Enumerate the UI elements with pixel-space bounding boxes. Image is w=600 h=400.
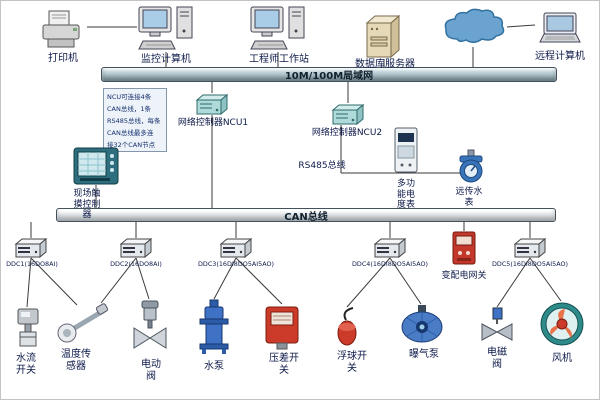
ddc1-label: DDC1(16DO8AI): [6, 260, 58, 268]
remote-computer-icon: [533, 11, 587, 49]
aeration-pump-icon: [399, 304, 445, 344]
rs485-bus-label: RS485总线: [298, 161, 346, 171]
note-line-4: CAN总线最多连: [107, 129, 154, 138]
engineer-workstation-label: 工程师工作站: [249, 54, 309, 65]
power-meter-label: 多功能电度表: [396, 179, 415, 211]
ddc2-label: DDC2(16DO8AI): [110, 260, 162, 268]
ddc1-icon: [14, 238, 48, 258]
touch-controller-label: 现场触摸控制器: [73, 189, 101, 221]
solenoid-valve-label: 电磁阀: [487, 347, 507, 370]
electric-valve-icon: [131, 299, 169, 353]
ddc3-icon: [219, 238, 253, 258]
printer-icon: [39, 9, 87, 51]
note-line-3: RS485总线，每条: [107, 117, 161, 126]
water-meter-label: 远传水表: [455, 187, 483, 208]
power-gateway-label: 变配电网关: [441, 271, 487, 281]
power-meter-icon: [393, 127, 419, 173]
ddc5-icon: [513, 238, 547, 258]
water-flow-switch-icon: [13, 307, 43, 349]
ncu-note-box: NCU可连接4条 CAN总线，1条 RS485总线，每条 CAN总线最多连 接3…: [103, 88, 167, 152]
water-flow-switch-label: 水流开关: [16, 353, 36, 376]
electric-valve-label: 电动阀: [141, 359, 161, 382]
pressure-switch-label: 压差开关: [269, 353, 299, 376]
water-pump-icon: [197, 299, 231, 355]
ddc5-label: DDC5(16DI8DO5AI5AO): [492, 260, 568, 268]
ddc2-icon: [119, 238, 153, 258]
temp-sensor-icon: [53, 303, 109, 345]
database-server-label: 数据库服务器: [355, 59, 415, 70]
note-line-1: NCU可连接4条: [107, 93, 152, 101]
water-pump-label: 水泵: [204, 361, 224, 372]
ncu1-icon: [195, 93, 229, 115]
monitor-computer-label: 监控计算机: [141, 54, 191, 65]
power-gateway-icon: [451, 231, 477, 265]
remote-computer-label: 远程计算机: [535, 51, 585, 62]
database-server-icon: [363, 13, 405, 59]
touch-controller-icon: [73, 147, 119, 185]
network-cloud-icon: [441, 7, 507, 47]
lan-bus-label: 10M/100M局域网: [284, 71, 374, 82]
water-meter-icon: [457, 149, 485, 183]
fan-label: 风机: [552, 353, 572, 364]
can-bus-bar: CAN总线: [56, 208, 556, 223]
ncu2-label: 网络控制器NCU2: [311, 128, 383, 138]
ddc3-label: DDC3(16DI8DO5AI5AO): [198, 260, 274, 268]
float-switch-label: 浮球开关: [337, 351, 367, 374]
monitor-computer-icon: [137, 5, 195, 52]
fan-icon: [539, 301, 585, 347]
engineer-workstation-icon: [249, 5, 307, 52]
ncu1-label: 网络控制器NCU1: [177, 118, 249, 128]
note-line-5: 接32个CAN节点: [107, 141, 156, 150]
ddc4-icon: [373, 238, 407, 258]
float-switch-icon: [333, 307, 361, 347]
solenoid-valve-icon: [479, 307, 515, 343]
temp-sensor-label: 温度传感器: [61, 349, 91, 372]
printer-label: 打印机: [48, 53, 78, 64]
ddc4-label: DDC4(16DI8DO5AI5AO): [352, 260, 428, 268]
ncu2-icon: [331, 103, 365, 125]
pressure-switch-icon: [263, 304, 301, 350]
aeration-pump-label: 曝气泵: [409, 349, 439, 360]
can-bus-label: CAN总线: [284, 211, 328, 223]
note-line-2: CAN总线，1条: [107, 105, 151, 114]
lan-bus-bar: 10M/100M局域网: [101, 67, 557, 82]
